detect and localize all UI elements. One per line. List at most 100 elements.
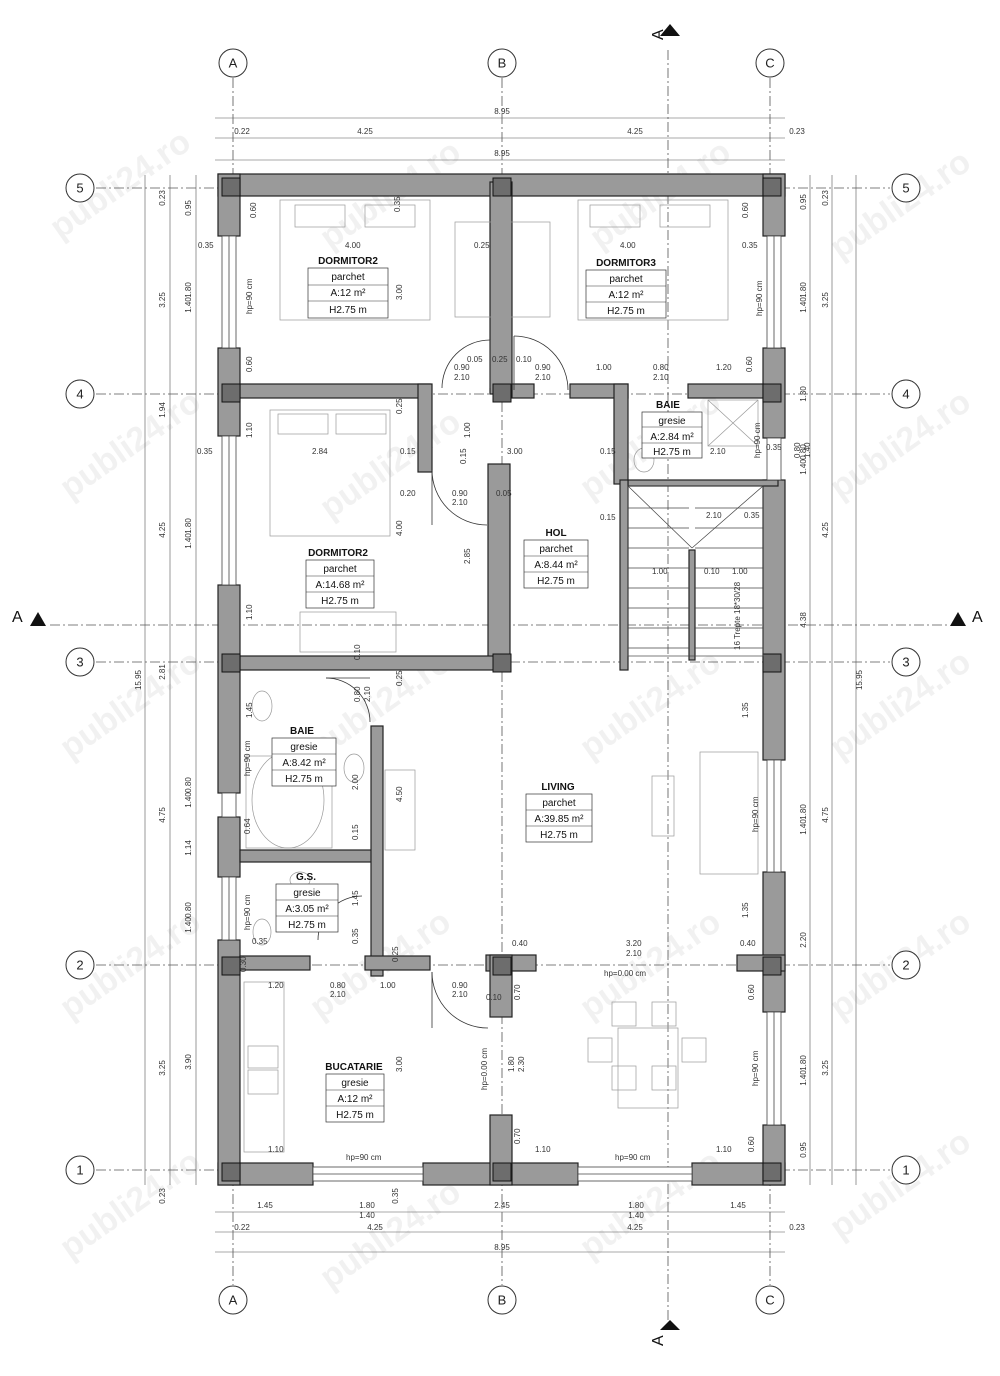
svg-text:A:14.68 m²: A:14.68 m² xyxy=(316,580,366,591)
svg-text:1.30: 1.30 xyxy=(799,386,808,402)
svg-text:0.25: 0.25 xyxy=(395,398,404,414)
section-arrow-top xyxy=(660,24,680,36)
svg-text:15.95: 15.95 xyxy=(134,669,143,690)
sofa xyxy=(699,751,759,875)
svg-text:4.25: 4.25 xyxy=(627,127,643,136)
svg-text:hp=90 cm: hp=90 cm xyxy=(615,1153,651,1162)
svg-text:3.00: 3.00 xyxy=(395,284,404,300)
svg-text:2.10: 2.10 xyxy=(535,373,551,382)
svg-text:A: A xyxy=(12,609,23,626)
svg-text:0.95: 0.95 xyxy=(799,1142,808,1158)
section-arrow-left xyxy=(30,612,46,626)
svg-text:H2.75 m: H2.75 m xyxy=(288,920,326,931)
svg-text:5: 5 xyxy=(902,181,909,196)
svg-text:hp=90 cm: hp=90 cm xyxy=(753,422,762,458)
svg-text:0.70: 0.70 xyxy=(513,1128,522,1144)
svg-text:1.40: 1.40 xyxy=(184,792,193,808)
svg-text:0.35: 0.35 xyxy=(351,928,360,944)
svg-text:0.05: 0.05 xyxy=(467,355,483,364)
svg-text:4.75: 4.75 xyxy=(821,807,830,823)
svg-text:1.00: 1.00 xyxy=(380,981,396,990)
grid-bubble-2-right xyxy=(891,950,921,980)
svg-text:DORMITOR2: DORMITOR2 xyxy=(308,548,368,559)
svg-text:1.10: 1.10 xyxy=(535,1145,551,1154)
svg-text:hp=90 cm: hp=90 cm xyxy=(346,1153,382,1162)
svg-text:1.40: 1.40 xyxy=(184,533,193,549)
svg-text:gresie: gresie xyxy=(290,742,318,753)
svg-text:2.10: 2.10 xyxy=(330,990,346,999)
svg-text:HOL: HOL xyxy=(545,528,566,539)
svg-text:1.20: 1.20 xyxy=(716,363,732,372)
svg-text:0.20: 0.20 xyxy=(400,489,416,498)
svg-text:2.85: 2.85 xyxy=(463,548,472,564)
svg-text:2: 2 xyxy=(76,958,83,973)
svg-text:1.10: 1.10 xyxy=(268,1145,284,1154)
svg-text:4.75: 4.75 xyxy=(158,807,167,823)
svg-text:1.80: 1.80 xyxy=(359,1201,375,1210)
svg-text:gresie: gresie xyxy=(293,888,321,899)
svg-text:0.35: 0.35 xyxy=(744,511,760,520)
svg-text:1.00: 1.00 xyxy=(732,567,748,576)
svg-text:B: B xyxy=(498,56,507,71)
svg-text:3.25: 3.25 xyxy=(158,1060,167,1076)
grid-bubble-b-top xyxy=(487,48,517,78)
room-baie-lower: BAIE gresie A:8.42 m² H2.75 m xyxy=(271,726,337,787)
svg-text:0.80: 0.80 xyxy=(793,442,802,458)
svg-text:0.05: 0.05 xyxy=(496,489,512,498)
room-gs: G.S. gresie A:3.05 m² H2.75 m xyxy=(275,872,339,933)
svg-text:1.45: 1.45 xyxy=(730,1201,746,1210)
svg-text:3.25: 3.25 xyxy=(821,292,830,308)
svg-text:1.40: 1.40 xyxy=(799,459,808,475)
svg-text:0.60: 0.60 xyxy=(741,202,750,218)
svg-text:A:8.44 m²: A:8.44 m² xyxy=(534,560,578,571)
svg-text:0.25: 0.25 xyxy=(492,355,508,364)
room-baie-top: BAIE gresie A:2.84 m² H2.75 m xyxy=(641,400,703,459)
svg-text:0.60: 0.60 xyxy=(245,356,254,372)
svg-text:A: A xyxy=(972,609,983,626)
svg-text:1.40: 1.40 xyxy=(184,297,193,313)
svg-text:1.20: 1.20 xyxy=(268,981,284,990)
svg-text:0.80: 0.80 xyxy=(653,363,669,372)
svg-text:0.23: 0.23 xyxy=(789,127,805,136)
svg-text:4.25: 4.25 xyxy=(357,127,373,136)
svg-text:0.40: 0.40 xyxy=(740,939,756,948)
svg-text:H2.75 m: H2.75 m xyxy=(540,830,578,841)
svg-text:2.20: 2.20 xyxy=(799,932,808,948)
interior-dimensions: 0.60 0.35 4.00 0.25 4.00 0.60 0.35 0.35 … xyxy=(197,196,812,1154)
windows xyxy=(221,235,782,1182)
grid-bubble-b-bottom xyxy=(487,1285,517,1315)
svg-text:A:39.85 m²: A:39.85 m² xyxy=(535,814,585,825)
svg-text:1.80: 1.80 xyxy=(184,518,193,534)
svg-text:0.10: 0.10 xyxy=(353,644,362,660)
svg-text:0.35: 0.35 xyxy=(766,443,782,452)
svg-text:1.94: 1.94 xyxy=(158,402,167,418)
svg-text:A: A xyxy=(229,56,238,71)
furniture xyxy=(243,199,759,1153)
svg-text:0.35: 0.35 xyxy=(742,241,758,250)
svg-text:1.80: 1.80 xyxy=(184,282,193,298)
svg-text:8.95: 8.95 xyxy=(494,149,510,158)
svg-text:0.35: 0.35 xyxy=(198,241,214,250)
svg-text:A:12 m²: A:12 m² xyxy=(330,288,366,299)
svg-text:4.25: 4.25 xyxy=(627,1223,643,1232)
svg-text:A: A xyxy=(650,1335,667,1346)
svg-text:4.00: 4.00 xyxy=(620,241,636,250)
grid-bubble-c-bottom xyxy=(755,1285,785,1315)
svg-text:0.90: 0.90 xyxy=(454,363,470,372)
svg-text:0.60: 0.60 xyxy=(747,1136,756,1152)
svg-text:hp=0.00 cm: hp=0.00 cm xyxy=(604,969,646,978)
toilet-1 xyxy=(251,690,273,722)
svg-text:1.10: 1.10 xyxy=(245,422,254,438)
svg-text:2.00: 2.00 xyxy=(351,774,360,790)
svg-text:hp=90 cm: hp=90 cm xyxy=(751,796,760,832)
svg-text:1: 1 xyxy=(76,1163,83,1178)
svg-text:0.22: 0.22 xyxy=(234,127,250,136)
svg-text:0.25: 0.25 xyxy=(391,946,400,962)
grid-bubble-3-left xyxy=(65,647,95,677)
grid-bubble-1-left xyxy=(65,1155,95,1185)
svg-text:4.25: 4.25 xyxy=(821,522,830,538)
svg-text:parchet: parchet xyxy=(539,544,573,555)
svg-text:0.15: 0.15 xyxy=(459,448,468,464)
svg-text:3.25: 3.25 xyxy=(821,1060,830,1076)
